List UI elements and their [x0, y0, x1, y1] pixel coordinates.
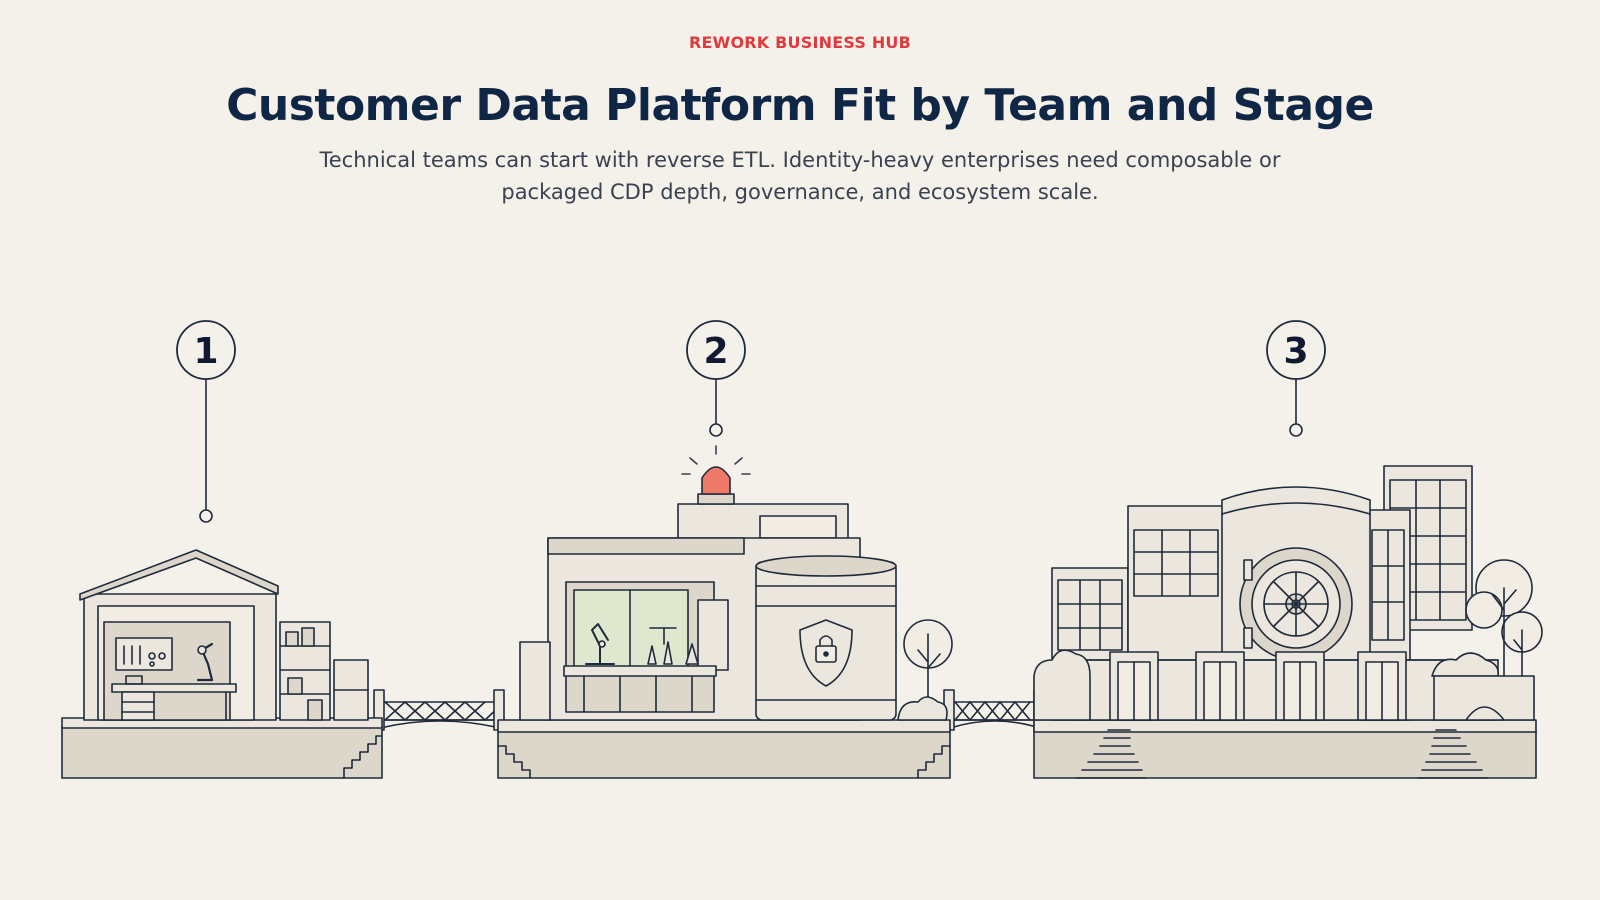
- stage-2-lab-illustration: [497, 320, 953, 779]
- eyebrow-label: REWORK BUSINESS HUB: [688, 33, 912, 52]
- stage-3-campus-illustration: [1033, 320, 1543, 779]
- page-title: Customer Data Platform Fit by Team and S…: [226, 80, 1374, 131]
- stage-1-number: 1: [193, 331, 218, 372]
- stage-3-number: 3: [1283, 331, 1308, 372]
- stage-1-workshop-illustration: [61, 320, 383, 779]
- stage-2-number: 2: [703, 331, 728, 372]
- bridge-right: [943, 689, 1045, 731]
- page-subtitle: Technical teams can start with reverse E…: [319, 148, 1281, 204]
- bridge-left: [373, 689, 505, 731]
